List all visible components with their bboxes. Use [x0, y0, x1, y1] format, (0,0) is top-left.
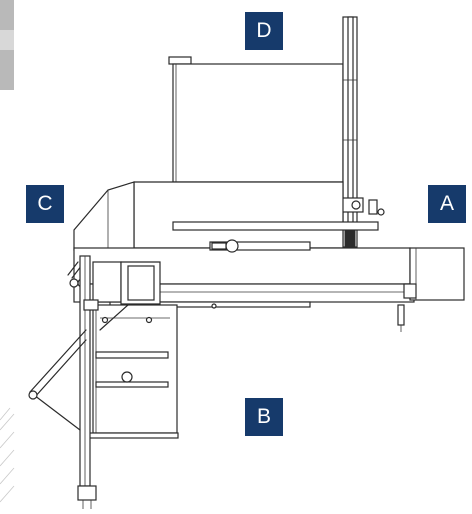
- upper-housing: [168, 56, 344, 183]
- extension-table: [397, 247, 465, 332]
- label-c: C: [26, 185, 64, 223]
- edge-tab: [0, 0, 14, 90]
- label-a: A: [428, 185, 466, 223]
- left-clamp: [67, 261, 161, 305]
- left-post: [28, 255, 99, 509]
- label-b: B: [245, 398, 283, 436]
- stand-cabinet: [87, 304, 179, 439]
- floor-hatch: [0, 407, 15, 503]
- main-body: [73, 181, 415, 309]
- label-d: D: [245, 12, 283, 50]
